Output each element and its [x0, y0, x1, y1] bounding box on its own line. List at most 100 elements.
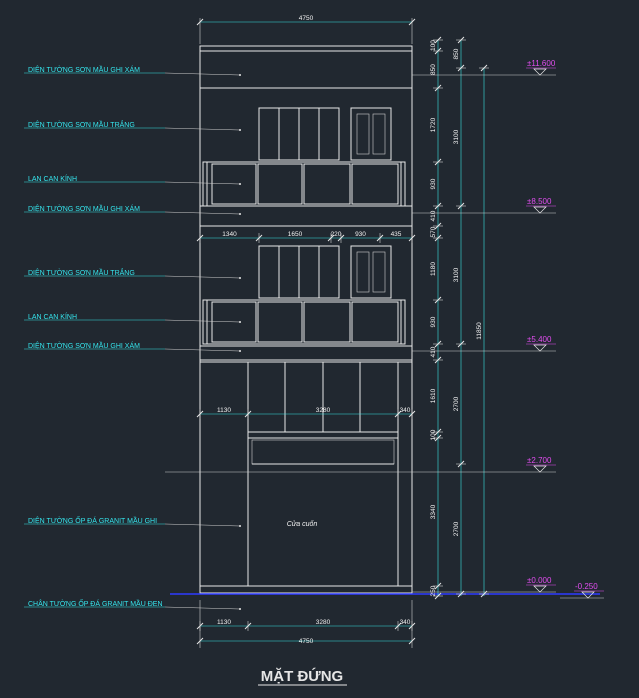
- level-value: ±11.600: [527, 59, 556, 68]
- dim-value: 3100: [453, 129, 460, 144]
- dim-tick: [337, 234, 345, 242]
- dim-value: 340: [400, 407, 411, 414]
- material-leaders: DIỆN TƯỜNG SƠN MẦU GHI XÁM DIỆN TƯỜNG SƠN…: [24, 64, 241, 610]
- leader-dot: [239, 350, 241, 352]
- leader-dot: [239, 183, 241, 185]
- dim-tick: [434, 582, 442, 590]
- dim-value: 2700: [453, 396, 460, 411]
- leader-line: [164, 181, 241, 185]
- dim-value: 250: [430, 585, 437, 596]
- dim-value: 850: [453, 48, 460, 59]
- leader-dot: [239, 525, 241, 527]
- dim-value: 1650: [288, 231, 303, 238]
- dim-value: 1720: [430, 117, 437, 132]
- dim-value: 930: [355, 231, 366, 238]
- dim-tick: [434, 592, 442, 600]
- level-value: ±0.000: [527, 576, 552, 585]
- dim-tick: [196, 410, 204, 418]
- dim-value: 3280: [316, 407, 331, 414]
- leader-line: [164, 348, 241, 352]
- leader-line: [164, 606, 241, 610]
- dim-value: 1130: [217, 407, 231, 414]
- leader-label: DIỆN TƯỜNG SƠN MẦU GHI XÁM: [28, 64, 140, 74]
- dim-value: 2700: [453, 521, 460, 536]
- roller-door: [247, 437, 399, 587]
- dim-value: 11850: [476, 322, 483, 340]
- dim-tick: [434, 202, 442, 210]
- leader-label: DIỆN TƯỜNG SƠN MẦU TRẮNG: [28, 119, 135, 129]
- dim-value: 3340: [430, 504, 437, 519]
- dim-tick: [434, 158, 442, 166]
- dim-tick: [434, 428, 442, 436]
- dim-value: 100: [430, 40, 437, 51]
- dim-value: 1130: [217, 619, 231, 626]
- dim-tick: [394, 622, 402, 630]
- dim-tick: [457, 202, 465, 210]
- leader-line: [164, 275, 241, 279]
- dim-tick: [434, 434, 442, 442]
- dim-right: 100 850 1720 930 410 570 1180 930 410 1610 100 3340…: [430, 36, 489, 600]
- dim-value: 1610: [430, 388, 437, 403]
- dim-value: 3100: [453, 267, 460, 282]
- dim-value: 850: [430, 64, 437, 75]
- dim-tick: [394, 410, 402, 418]
- dim-value: 3280: [316, 619, 331, 626]
- dim-value: 1340: [222, 231, 237, 238]
- dim-value: 220: [331, 231, 342, 238]
- roller-door-label: Cửa cuốn: [287, 520, 318, 528]
- dim-value: 100: [430, 429, 437, 440]
- leader-dot: [239, 213, 241, 215]
- dim-row-1f: 1130 3280 340: [196, 407, 416, 419]
- dim-value: 1180: [430, 262, 437, 276]
- level-triangle: [533, 344, 547, 352]
- balcony-2f: [202, 299, 406, 345]
- level-value: ±8.500: [527, 197, 552, 206]
- level-value: -0.250: [575, 582, 598, 591]
- leader-dot: [239, 321, 241, 323]
- dim-tick: [327, 234, 335, 242]
- dim-tick: [434, 356, 442, 364]
- storefront-glazing: [247, 361, 399, 439]
- dim-tick: [457, 340, 465, 348]
- dim-bottom: 4750: [196, 600, 416, 648]
- leader-dot: [239, 608, 241, 610]
- level-markers: ±11.600 ±8.500 ±5.400 ±2.700 ±0.000 -0.250: [165, 59, 604, 599]
- dim-tick: [434, 340, 442, 348]
- dim-top: 4750: [196, 15, 416, 44]
- dim-value: 410: [430, 210, 437, 221]
- dim-tick: [408, 234, 416, 242]
- dim-tick: [255, 234, 263, 242]
- balcony-3f: [202, 161, 406, 207]
- dim-value: 340: [400, 619, 411, 626]
- level-triangle: [581, 591, 595, 599]
- dim-value: 435: [391, 231, 402, 238]
- dim-tick: [457, 460, 465, 468]
- dim-tick: [434, 296, 442, 304]
- level-value: ±2.700: [527, 456, 552, 465]
- dim-value: 570: [430, 226, 437, 237]
- dim-tick: [480, 64, 488, 72]
- dim-tick: [434, 84, 442, 92]
- dim-value: 930: [430, 316, 437, 327]
- leader-label: DIỆN TƯỜNG SƠN MẦU TRẮNG: [28, 267, 135, 277]
- dim-tick: [196, 234, 204, 242]
- drawing-title: MẶT ĐỨNG: [261, 667, 343, 685]
- dim-tick: [434, 47, 442, 55]
- dim-value: 410: [430, 346, 437, 357]
- leader-line: [164, 72, 241, 76]
- dim-tick: [408, 410, 416, 418]
- dim-row-3f: 1340 1650 220 930 435: [196, 231, 416, 243]
- leader-dot: [239, 74, 241, 76]
- dim-tick: [457, 36, 465, 44]
- level-triangle: [533, 206, 547, 214]
- dim-tick: [434, 222, 442, 230]
- leader-line: [164, 211, 241, 215]
- leader-label: LAN CAN KÍNH: [28, 174, 77, 183]
- level-value: ±5.400: [527, 335, 552, 344]
- dim-tick: [434, 234, 442, 242]
- leader-label: CHÂN TƯỜNG ỐP ĐÁ GRANIT MẦU ĐEN: [28, 598, 163, 608]
- leader-label: LAN CAN KÍNH: [28, 312, 77, 321]
- level-triangle: [533, 68, 547, 76]
- dim-value: 930: [430, 178, 437, 189]
